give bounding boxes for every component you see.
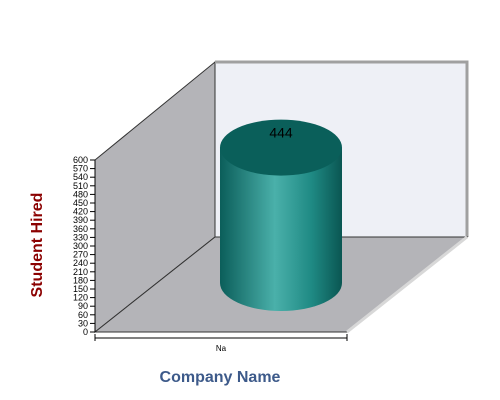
y-tick-label: 510 <box>73 181 88 191</box>
bars: 444 <box>220 119 342 311</box>
y-tick-label: 240 <box>73 258 88 268</box>
category-label: Na <box>216 344 227 353</box>
data-label: 444 <box>269 125 293 141</box>
bar: 444 <box>220 119 342 311</box>
bar-top <box>220 119 342 176</box>
y-tick-label: 0 <box>83 327 88 337</box>
y-tick-label: 60 <box>78 310 88 320</box>
y-tick-label: 540 <box>73 172 88 182</box>
y-ticks: 0306090120150180210240270300330360390420… <box>73 155 95 337</box>
y-tick-label: 150 <box>73 284 88 294</box>
y-tick-label: 420 <box>73 207 88 217</box>
y-tick-label: 480 <box>73 189 88 199</box>
bar-body <box>220 147 342 311</box>
y-tick-label: 210 <box>73 267 88 277</box>
y-tick-label: 570 <box>73 164 88 174</box>
y-tick-label: 270 <box>73 250 88 260</box>
y-tick-label: 300 <box>73 241 88 251</box>
y-tick-label: 180 <box>73 275 88 285</box>
back-wall-shadow <box>215 60 469 237</box>
y-tick-label: 600 <box>73 155 88 165</box>
y-tick-label: 360 <box>73 224 88 234</box>
floor-edge-shadow <box>346 235 468 334</box>
y-tick-label: 450 <box>73 198 88 208</box>
y-tick-label: 30 <box>78 318 88 328</box>
y-tick-label: 390 <box>73 215 88 225</box>
x-axis-title: Company Name <box>160 369 281 386</box>
y-tick-label: 330 <box>73 232 88 242</box>
y-tick-label: 90 <box>78 301 88 311</box>
y-tick-label: 120 <box>73 293 88 303</box>
y-axis-title: Student Hired <box>29 193 46 298</box>
